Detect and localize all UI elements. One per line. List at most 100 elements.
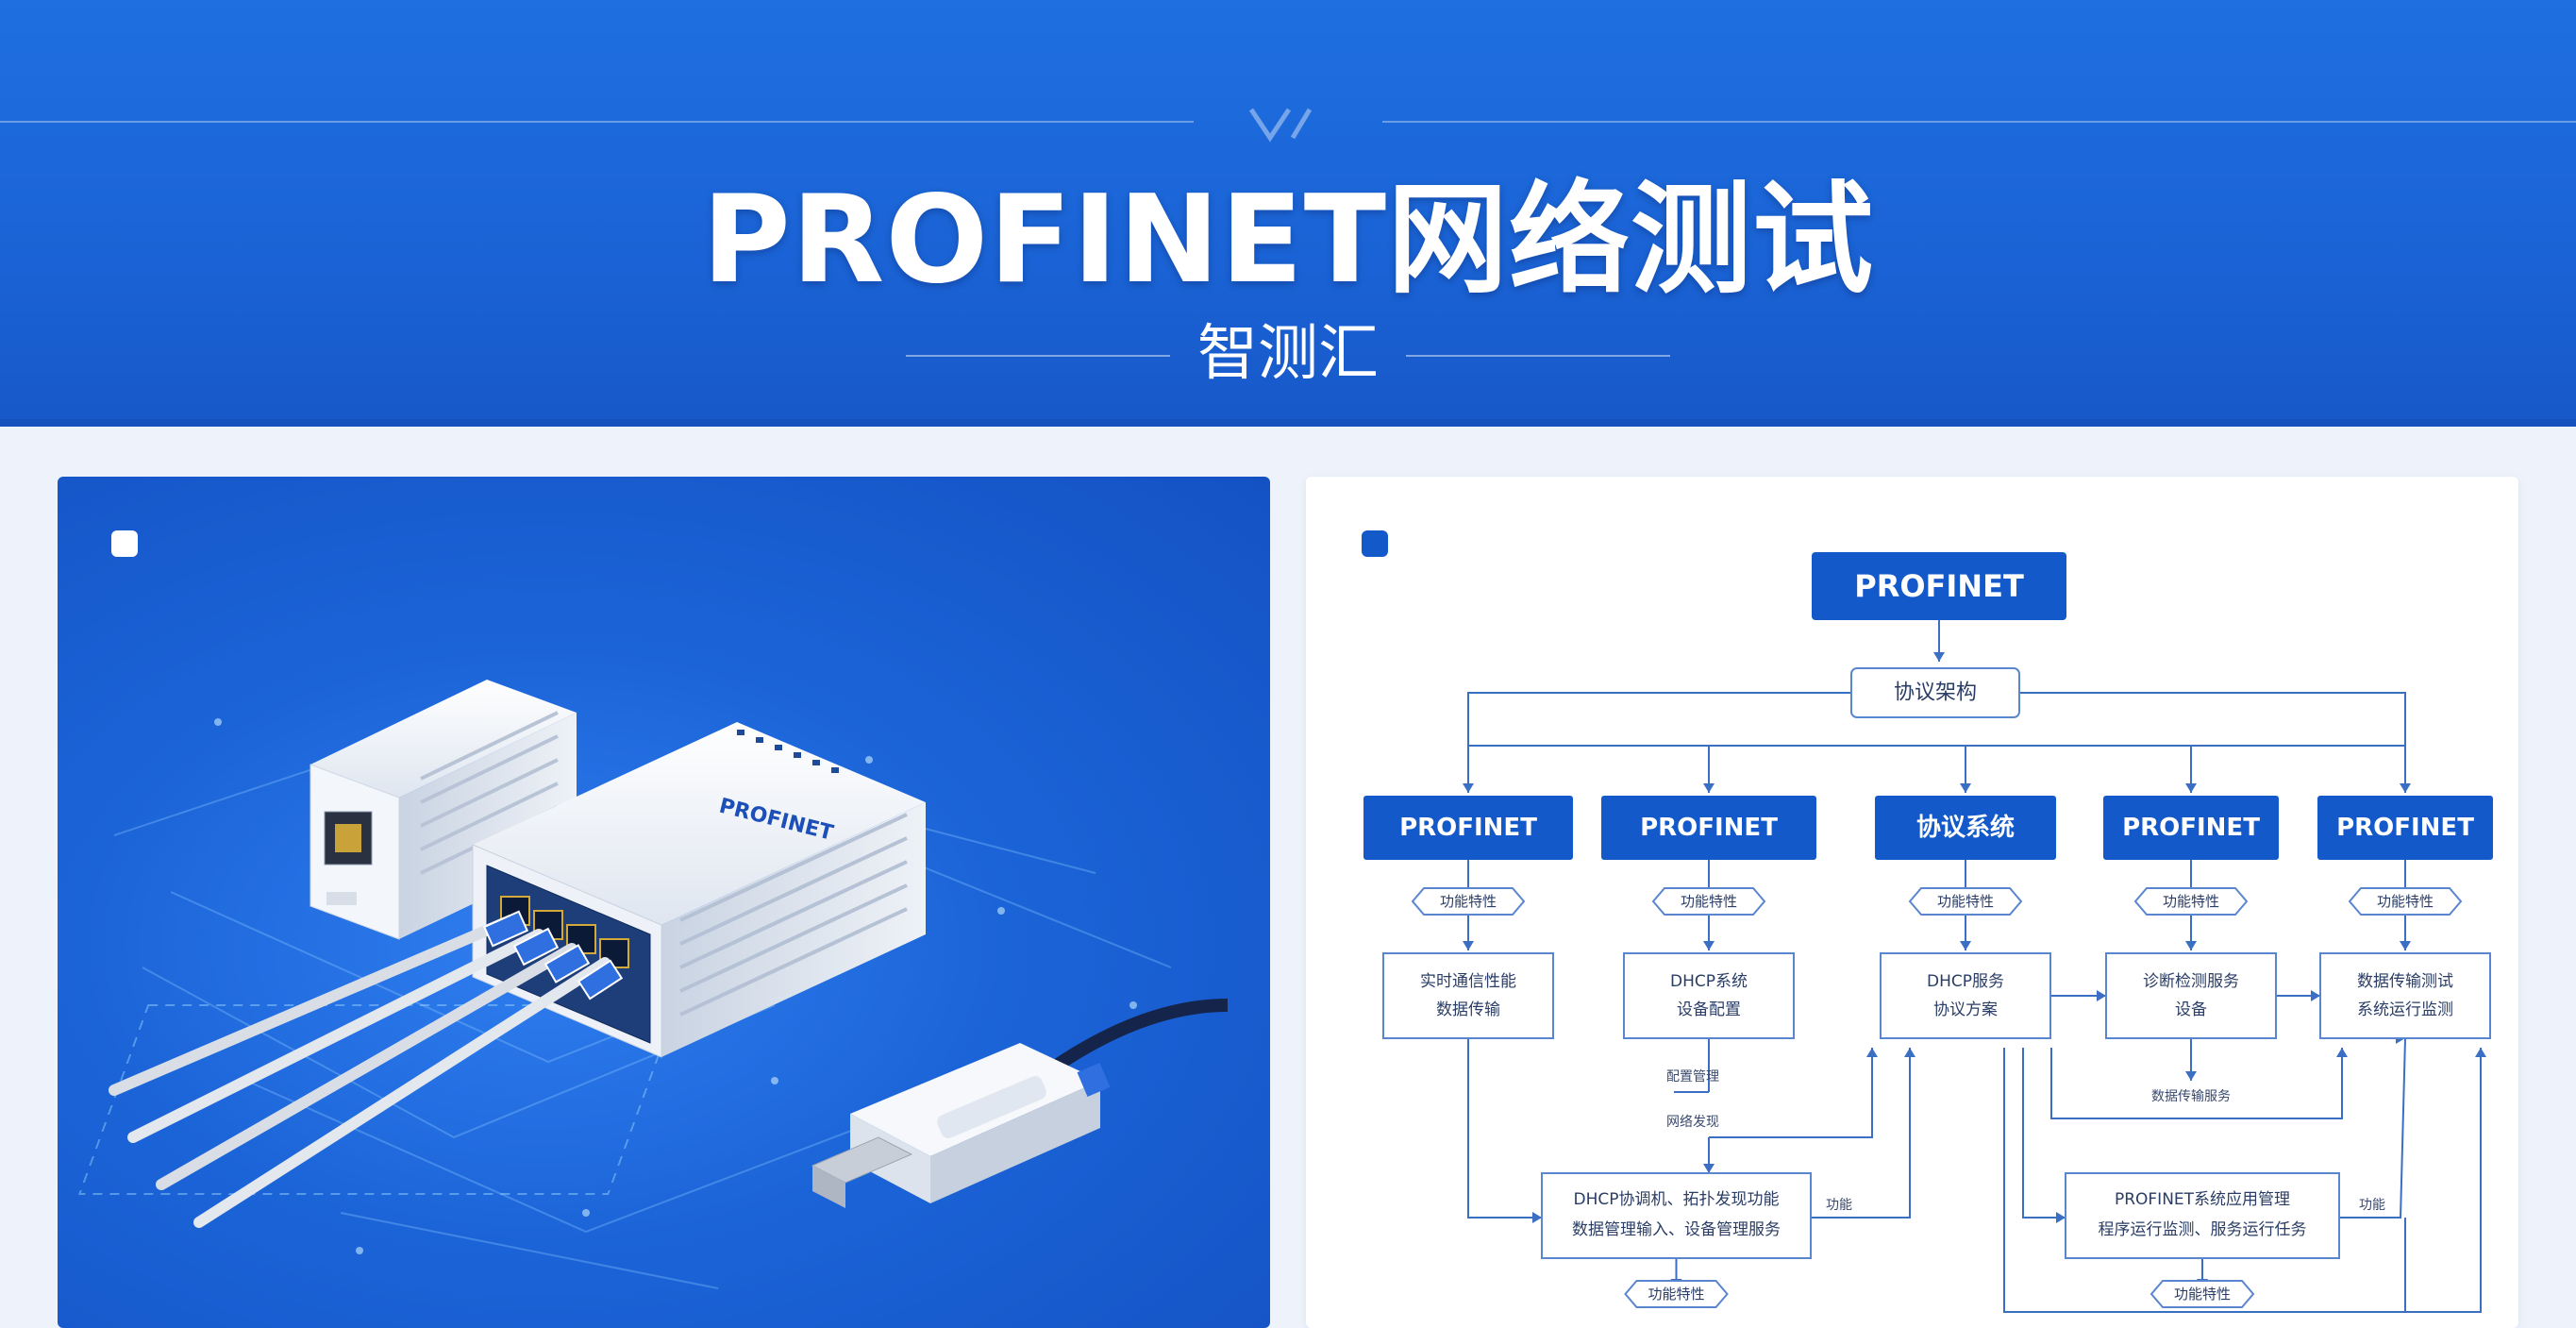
- feature-tag-5-label: 功能特性: [2377, 893, 2434, 910]
- category-node-label-1: PROFINET: [1399, 814, 1537, 842]
- top-rule-right: [1382, 121, 2576, 123]
- arrow-head: [2056, 1212, 2066, 1223]
- arrow-head: [2475, 1048, 2486, 1057]
- annotation-1: 配置管理: [1666, 1069, 1719, 1084]
- detail-box-1: [1382, 952, 1554, 1039]
- arrow-head: [2400, 941, 2411, 950]
- header-banner: PROFINET网络测试 智测汇: [0, 0, 2576, 427]
- bus-left: [1467, 692, 1851, 793]
- bottom-tag-2-label: 功能特性: [2174, 1286, 2231, 1303]
- feature-tag-3: [1908, 887, 2023, 916]
- arch-node: [1850, 667, 2020, 718]
- feature-tag-5: [2348, 887, 2463, 916]
- root-node: [1812, 552, 2066, 620]
- panel-marker: [111, 530, 138, 557]
- small-device: [309, 680, 577, 940]
- feature-tag-3-label: 功能特性: [1937, 893, 1994, 910]
- arrow-head: [1933, 652, 1945, 662]
- arrow-head: [1904, 1048, 1915, 1057]
- arrow-head: [2185, 783, 2197, 793]
- detail-box-5: [2319, 952, 2491, 1039]
- detail-box-line1-4: 诊断检测服务: [2143, 972, 2239, 991]
- arrow-head: [2185, 941, 2197, 950]
- category-node-label-4: PROFINET: [2122, 814, 2260, 842]
- bottom-box-1: [1541, 1172, 1812, 1259]
- arrow-head: [2185, 1071, 2197, 1081]
- arrow-head: [1463, 783, 1474, 793]
- bottom-box-line1-1: DHCP协调机、拓扑发现功能: [1574, 1190, 1780, 1209]
- mid-to-box3: [1709, 1048, 1873, 1138]
- bottom-box-line1-2: PROFINET系统应用管理: [2115, 1190, 2290, 1209]
- right-loop: [2050, 1048, 2343, 1119]
- annotation-2: 网络发现: [1666, 1115, 1719, 1130]
- box3-to-bottom2: [2022, 1048, 2066, 1219]
- detail-box-line1-2: DHCP系统: [1670, 972, 1748, 991]
- detail-box-3: [1880, 952, 2051, 1039]
- page-subtitle: 智测汇: [1197, 319, 1379, 389]
- detail-box-line2-5: 系统运行监测: [2357, 1000, 2453, 1019]
- bottom1-to-box3: [1811, 1048, 1911, 1219]
- detail-box-line2-3: 协议方案: [1933, 1000, 1998, 1019]
- bottom-tag-1: [1624, 1280, 1729, 1308]
- cable-plugs: [482, 910, 624, 1000]
- detail-box-line2-2: 设备配置: [1677, 1000, 1741, 1019]
- arrow-head: [2311, 990, 2320, 1001]
- bus-right: [2019, 692, 2406, 793]
- arrow-head: [1960, 783, 1971, 793]
- bottom-box-line2-2: 程序运行监测、服务运行任务: [2099, 1220, 2307, 1239]
- sub-rule-right: [1406, 355, 1670, 357]
- detail-box-line1-3: DHCP服务: [1927, 972, 2004, 991]
- detail-box-2: [1623, 952, 1795, 1039]
- root-node-label: PROFINET: [1854, 568, 2024, 604]
- arrow-head: [1866, 1048, 1878, 1057]
- left-down-connector: [1467, 1038, 1542, 1219]
- bottom-tag-1-label: 功能特性: [1648, 1286, 1704, 1303]
- outer-loop: [2003, 1048, 2482, 1313]
- annotation-4: 功能: [2359, 1198, 2385, 1213]
- category-node-label-3: 协议系统: [1916, 813, 2015, 842]
- feature-tag-4: [2133, 887, 2249, 916]
- annotation-3: 功能: [1826, 1198, 1852, 1213]
- arrow-head: [2400, 783, 2411, 793]
- feature-tag-1: [1411, 887, 1526, 916]
- ethernet-cables: [109, 915, 611, 1228]
- top-rule-left: [0, 121, 1194, 123]
- bottom2-to-box5: [2339, 1037, 2406, 1219]
- panel-marker: [1362, 530, 1388, 557]
- detail-box-line1-1: 实时通信性能: [1420, 972, 1516, 991]
- category-node-2: [1601, 796, 1816, 860]
- detail-box-line2-1: 数据传输: [1436, 1000, 1500, 1019]
- bottom-box-line2-1: 数据管理输入、设备管理服务: [1572, 1220, 1781, 1239]
- chevron-icon: [1248, 108, 1313, 143]
- category-node-label-2: PROFINET: [1640, 814, 1778, 842]
- usb-stick: [811, 999, 1229, 1208]
- detail-box-4: [2105, 952, 2277, 1039]
- feature-tag-2: [1651, 887, 1766, 916]
- annotation-5: 数据传输服务: [2151, 1089, 2231, 1104]
- bottom-tag-2: [2149, 1280, 2255, 1308]
- feature-tag-4-label: 功能特性: [2163, 893, 2219, 910]
- bottom-box-2: [2065, 1172, 2340, 1259]
- page-title: PROFINET网络测试: [701, 170, 1875, 311]
- arrow-head: [1703, 783, 1715, 793]
- arrow-head: [1703, 941, 1715, 950]
- category-node-4: [2103, 796, 2279, 860]
- category-node-5: [2317, 796, 2493, 860]
- arrow-head: [1703, 1164, 1715, 1173]
- feature-tag-1-label: 功能特性: [1440, 893, 1497, 910]
- arch-node-label: 协议架构: [1894, 681, 1977, 705]
- detail-box-line2-4: 设备: [2175, 1000, 2207, 1019]
- arrow-head: [2097, 990, 2106, 1001]
- category-node-label-5: PROFINET: [2336, 814, 2474, 842]
- arrow-head: [2336, 1048, 2348, 1057]
- category-node-1: [1363, 796, 1573, 860]
- arrow-head: [1960, 941, 1971, 950]
- hardware-panel: PROFINET: [58, 477, 1270, 1328]
- feature-tag-2-label: 功能特性: [1681, 893, 1737, 910]
- architecture-diagram: PROFINET协议架构PROFINET功能特性实时通信性能数据传输PROFIN…: [1363, 552, 2493, 1313]
- sub-rule-left: [906, 355, 1170, 357]
- arrow-head: [1532, 1212, 1542, 1223]
- category-node-3: [1875, 796, 2056, 860]
- arrow-head: [1463, 941, 1474, 950]
